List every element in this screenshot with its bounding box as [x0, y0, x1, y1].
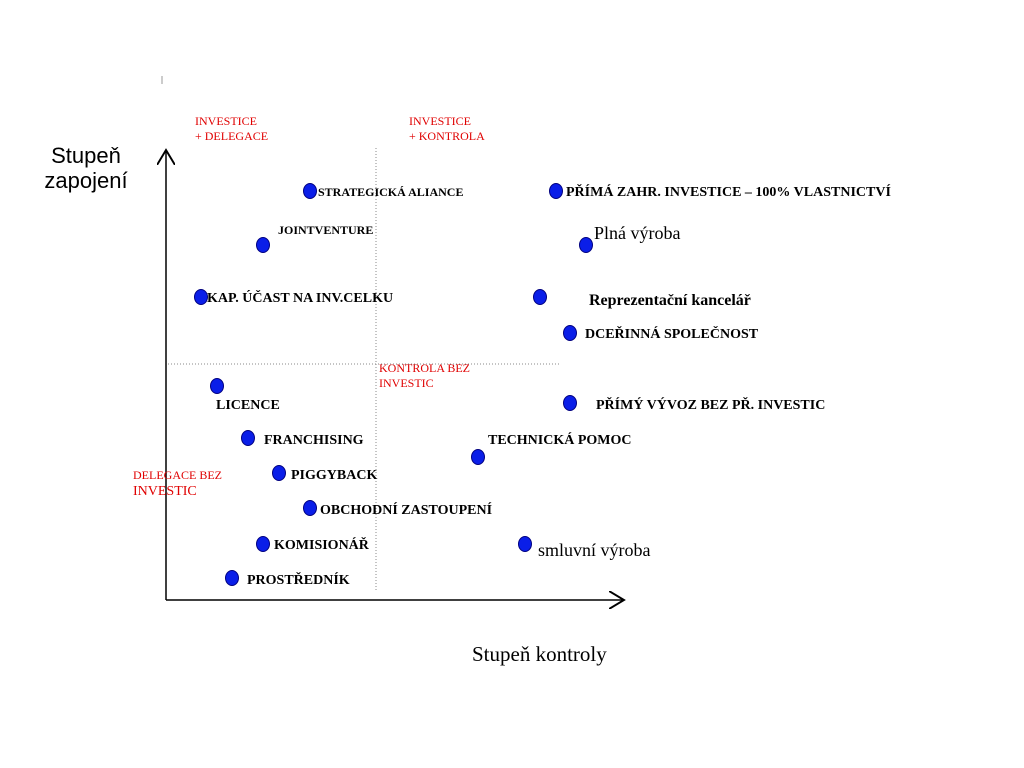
dot-obchodni-zastoupeni	[303, 500, 317, 516]
label-franchising: FRANCHISING	[264, 433, 364, 448]
dot-komisionar	[256, 536, 270, 552]
quadrant-label-line: INVESTIC	[133, 484, 197, 499]
label-primy-vyvoz: PŘÍMÝ VÝVOZ BEZ PŘ. INVESTIC	[596, 398, 826, 413]
y-axis-title-line1: Stupeň	[51, 143, 121, 168]
label-jointventure: JOINTVENTURE	[278, 223, 374, 237]
quadrant-label-line: KONTROLA BEZ	[379, 361, 470, 375]
label-komisionar: KOMISIONÁŘ	[274, 538, 369, 553]
dot-franchising	[241, 430, 255, 446]
dot-strategicka-aliance	[303, 183, 317, 199]
label-licence: LICENCE	[216, 398, 280, 413]
y-axis-title: Stupeň zapojení	[36, 143, 136, 194]
label-prostrednik: PROSTŘEDNÍK	[247, 573, 350, 588]
label-strategicka-aliance: STRATEGICKÁ ALIANCE	[318, 185, 464, 199]
dot-smluvni-vyroba	[518, 536, 532, 552]
label-obchodni-zastoupeni: OBCHODNÍ ZASTOUPENÍ	[320, 503, 493, 518]
label-smluvni-vyroba: smluvní výroba	[538, 540, 651, 560]
quadrant-label-line: DELEGACE BEZ	[133, 468, 222, 482]
dot-licence	[210, 378, 224, 394]
dot-jointventure	[256, 237, 270, 253]
label-technicka-pomoc: TECHNICKÁ POMOC	[488, 433, 632, 448]
label-piggyback: PIGGYBACK	[291, 468, 378, 483]
quadrant-label-bottom-left: DELEGACE BEZ INVESTIC	[133, 468, 222, 501]
quadrant-label-line: + KONTROLA	[409, 129, 485, 143]
dot-technicka-pomoc	[471, 449, 485, 465]
dot-piggyback	[272, 465, 286, 481]
quadrant-label-top-left: INVESTICE + DELEGACE	[195, 114, 268, 144]
label-reprezentacni-kancelar: Reprezentační kancelář	[589, 292, 751, 309]
dot-prima-zahr-investice	[549, 183, 563, 199]
quadrant-label-line: + DELEGACE	[195, 129, 269, 143]
dot-dcerinna-spolecnost	[563, 325, 577, 341]
dot-primy-vyvoz	[563, 395, 577, 411]
quadrant-label-line: INVESTICE	[195, 114, 257, 128]
quadrant-label-line: INVESTICE	[409, 114, 471, 128]
quadrant-label-line: INVESTIC	[379, 376, 434, 390]
dot-plna-vyroba	[579, 237, 593, 253]
y-axis-title-line2: zapojení	[44, 168, 128, 194]
label-dcerinna-spolecnost: DCEŘINNÁ SPOLEČNOST	[585, 327, 759, 342]
label-plna-vyroba: Plná výroba	[594, 223, 681, 243]
dot-kap-ucast	[194, 289, 208, 305]
label-kap-ucast: KAP. ÚČAST NA INV.CELKU	[207, 291, 394, 306]
dot-prostrednik	[225, 570, 239, 586]
label-prima-zahr-investice: PŘÍMÁ ZAHR. INVESTICE – 100% VLASTNICTVÍ	[566, 185, 891, 200]
quadrant-label-top-right: INVESTICE + KONTROLA	[409, 114, 485, 144]
quadrant-label-bottom-right: KONTROLA BEZ INVESTIC	[379, 361, 470, 391]
x-axis-title: Stupeň kontroly	[472, 642, 607, 666]
dot-reprezentacni-kancelar	[533, 289, 547, 305]
